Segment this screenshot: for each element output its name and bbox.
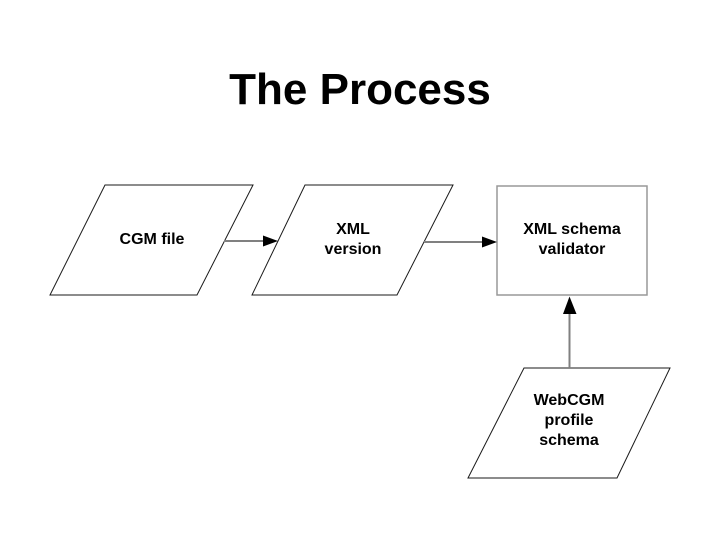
node-label-webcgm-profile-schema: WebCGM profile schema — [533, 392, 605, 449]
slide-title: The Process — [229, 65, 491, 114]
arrow-schema-to-validator-head-icon — [563, 296, 577, 314]
node-label-xml-version: XML version — [324, 221, 382, 258]
xml-schema-validator-shape — [496, 185, 648, 296]
webcgm-profile-schema-shape — [467, 367, 671, 479]
cgm-file-shape — [49, 184, 254, 296]
arrow-xml-to-validator-head-icon — [482, 236, 497, 248]
arrow-cgm-to-xml-head-icon — [263, 235, 278, 247]
node-label-xml-schema-validator: XML schema validator — [523, 221, 621, 258]
xml-version-shape — [251, 184, 454, 296]
node-label-cgm-file: CGM file — [119, 231, 185, 248]
